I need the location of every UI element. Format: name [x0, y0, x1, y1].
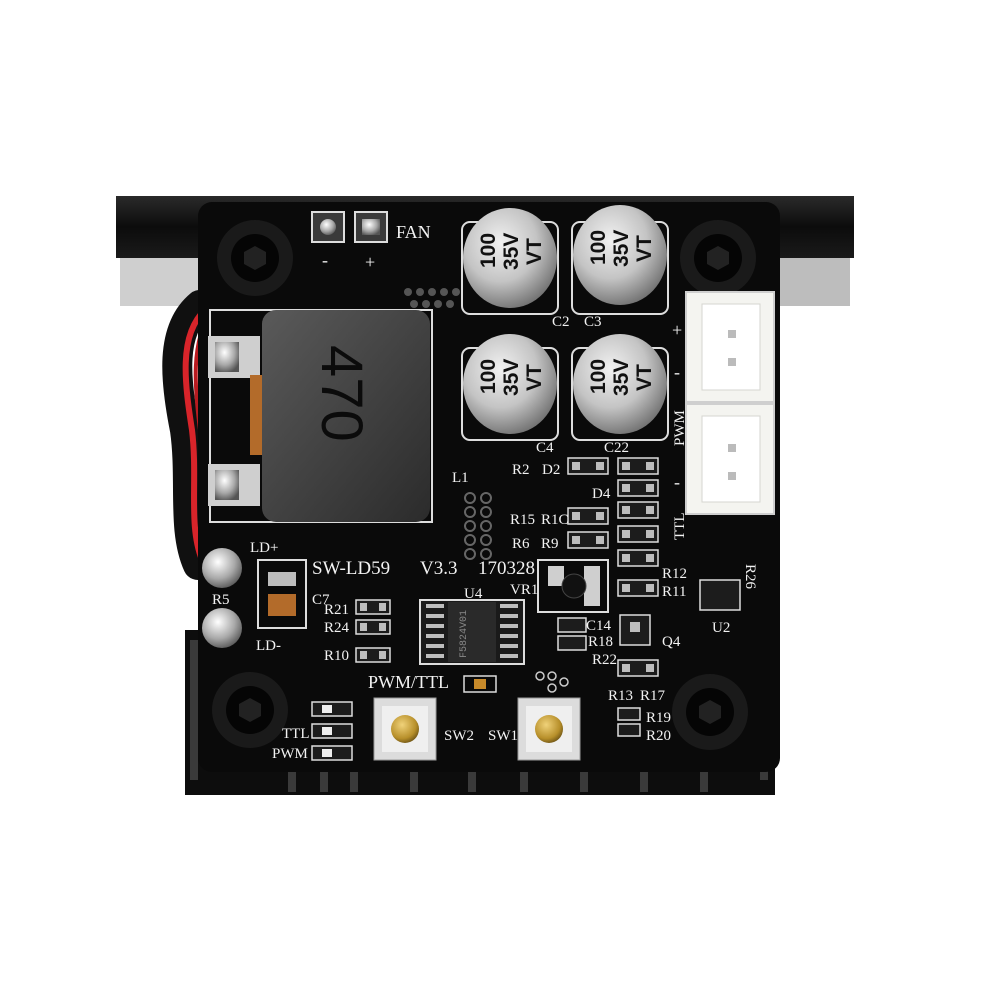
ref-c14: C14	[586, 618, 612, 634]
ref-r15: R15	[510, 512, 535, 528]
fan-header	[311, 211, 388, 243]
ld-pads	[202, 548, 307, 648]
ref-c3: C3	[584, 314, 602, 330]
ref-c7: C7	[312, 592, 330, 608]
mode-led	[463, 675, 497, 693]
pwm-ttl-label: PWM/TTL	[368, 672, 449, 692]
inductor-marking: 470	[309, 345, 374, 442]
ref-r16: R1C	[541, 512, 569, 528]
cap-marking: 100	[477, 359, 500, 394]
power-plus-label: +	[672, 320, 682, 340]
ref-r18: R18	[588, 634, 613, 650]
pwm-connector	[685, 403, 775, 515]
mounting-holes	[212, 220, 756, 750]
via-array	[404, 288, 460, 308]
trimmer-vr1	[537, 559, 609, 613]
ref-r13: R13	[608, 688, 633, 704]
ref-q4: Q4	[662, 634, 681, 650]
fan-plus-label: +	[365, 252, 375, 272]
cap-marking: 100	[477, 233, 500, 268]
ref-r12: R12	[662, 566, 687, 582]
sw1-label: SW1	[488, 728, 518, 744]
capacitor-c22: 100 35V VT	[571, 334, 669, 441]
cap-marking: 35V	[500, 359, 523, 396]
cap-marking: 100	[587, 359, 610, 394]
ref-r26: R26	[742, 564, 758, 590]
ref-c4: C4	[536, 440, 554, 456]
capacitor-c2: 100 35V VT	[461, 208, 559, 315]
fan-minus-label: -	[322, 250, 328, 270]
fan-label: FAN	[396, 222, 431, 242]
pwm-minus-label: -	[674, 472, 680, 492]
ref-r10: R10	[324, 648, 349, 664]
ref-r5: R5	[212, 592, 230, 608]
ref-vr1: VR1	[510, 582, 538, 598]
ref-r17: R17	[640, 688, 666, 704]
ref-u2: U2	[712, 620, 730, 636]
ttl-connector-label: TTL	[672, 513, 688, 541]
ic-marking: F5824V01	[459, 610, 470, 658]
ic-u4: F5824V01	[419, 599, 525, 665]
power-minus-label: -	[674, 362, 680, 382]
ic-u2	[699, 579, 741, 611]
capacitor-c3: 100 35V VT	[571, 205, 669, 315]
ref-r6: R6	[512, 536, 530, 552]
ref-r9: R9	[541, 536, 559, 552]
board-date: 170328	[478, 558, 535, 579]
ref-c22: C22	[604, 440, 629, 456]
ref-d2: D2	[542, 462, 560, 478]
cap-marking: VT	[523, 238, 546, 265]
ref-r11: R11	[662, 584, 686, 600]
ref-r22: R22	[592, 652, 617, 668]
cap-marking: VT	[633, 364, 656, 391]
ref-d4: D4	[592, 486, 611, 502]
ref-r24: R24	[324, 620, 350, 636]
cap-marking: VT	[523, 364, 546, 391]
pwm-led-label: PWM	[272, 746, 308, 762]
cap-marking: 35V	[610, 230, 633, 267]
ref-l1: L1	[452, 470, 469, 486]
ref-c2: C2	[552, 314, 570, 330]
cap-marking: 35V	[610, 359, 633, 396]
board-version: V3.3	[420, 558, 457, 579]
ref-r19: R19	[646, 710, 671, 726]
cap-marking: 100	[587, 230, 610, 265]
indicator-leds	[311, 701, 353, 761]
inductor-l1: 470	[208, 309, 433, 523]
ref-r20: R20	[646, 728, 671, 744]
dot-marks	[535, 671, 569, 693]
ld-minus-label: LD-	[256, 638, 281, 654]
sw2-label: SW2	[444, 728, 474, 744]
pwm-connector-label: PWM	[672, 410, 688, 446]
ttl-led-label: TTL	[282, 726, 310, 742]
button-sw1	[517, 697, 581, 761]
smd-pads	[360, 462, 654, 672]
ld-plus-label: LD+	[250, 540, 278, 556]
via-column	[464, 492, 492, 560]
ref-r21: R21	[324, 602, 349, 618]
cap-marking: 35V	[500, 233, 523, 270]
board-model: SW-LD59	[312, 558, 390, 579]
ref-r2: R2	[512, 462, 530, 478]
capacitor-c4: 100 35V VT	[461, 334, 559, 441]
cap-marking: VT	[633, 235, 656, 262]
button-sw2	[373, 697, 437, 761]
transistor-q4	[619, 614, 651, 646]
power-connector	[685, 291, 775, 403]
ref-u4: U4	[464, 586, 483, 602]
